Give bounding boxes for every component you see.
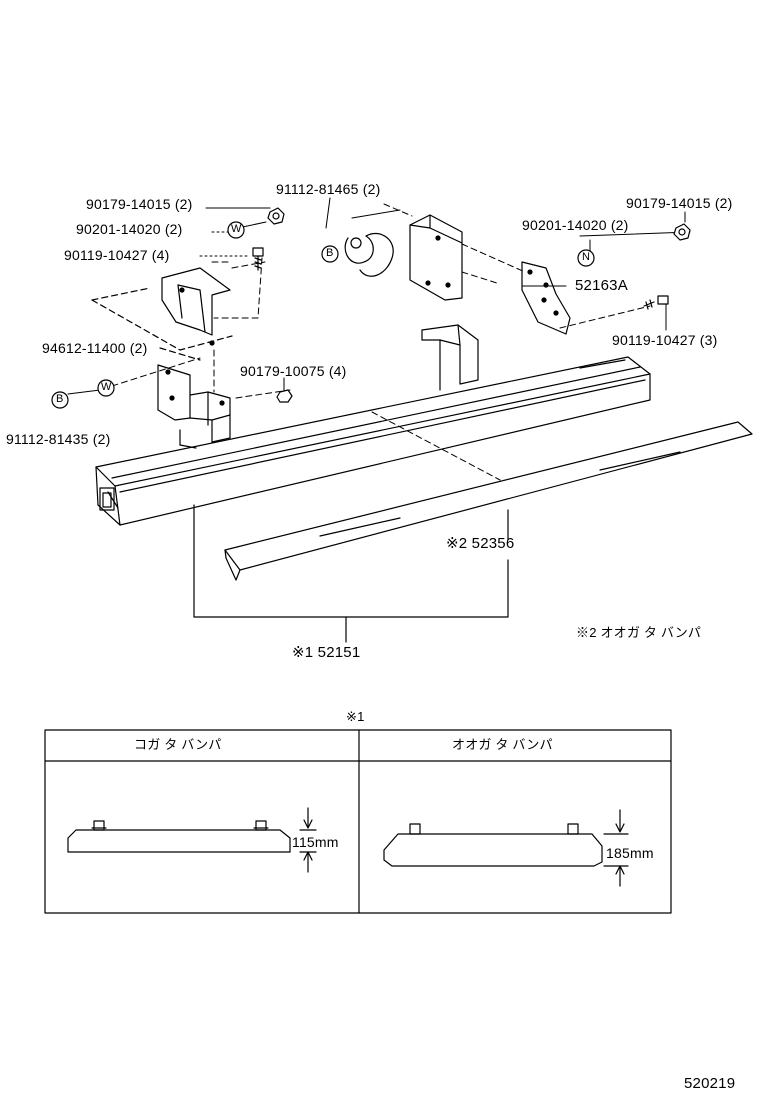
detail-table [44, 729, 672, 914]
callout-52163a: 52163A [575, 277, 628, 294]
callout-52151: ※1 52151 [292, 644, 361, 661]
diagram-id: 520219 [684, 1075, 736, 1092]
bolt-icon [252, 247, 264, 271]
large-bumper-profile [383, 809, 629, 887]
fasteners [252, 207, 691, 403]
marker-w-upper: W [231, 223, 242, 235]
header-small-bumper: コガ タ バンパ [134, 737, 222, 752]
dimension-large: 185mm [606, 845, 654, 861]
bolt-icon-right [643, 295, 669, 310]
nut-icon-right [673, 223, 691, 241]
header-large-bumper: オオガ タ バンパ [452, 737, 553, 752]
note-large-bumper: ※2 オオガ タ バンパ [576, 625, 702, 640]
small-nut-icon [276, 389, 293, 403]
callout-94612-11400: 94612-11400 (2) [42, 340, 148, 356]
detail-title: ※1 [346, 709, 365, 724]
callout-91112-81435: 91112-81435 (2) [6, 431, 111, 447]
marker-circles [51, 221, 595, 409]
marker-n: N [582, 251, 591, 263]
bumper-bar [95, 356, 651, 526]
bumper-plate-52356 [224, 421, 753, 581]
callout-90119-10427-left: 90119-10427 (4) [64, 247, 170, 263]
callout-90179-14015-left: 90179-14015 (2) [86, 196, 193, 212]
bar-stay-right [421, 324, 479, 391]
leader-lines [67, 197, 691, 481]
marker-b-upper: B [326, 247, 334, 259]
callout-90119-10427-right: 90119-10427 (3) [612, 332, 718, 348]
dimension-small: 115mm [292, 834, 339, 850]
callout-90179-10075: 90179-10075 (4) [240, 363, 347, 379]
nut-icon [267, 207, 285, 225]
callout-90201-14020-left: 90201-14020 (2) [76, 221, 183, 237]
bracket-left [157, 364, 231, 449]
callout-90201-14020-right: 90201-14020 (2) [522, 217, 629, 233]
marker-w-lower: W [101, 381, 112, 393]
marker-b-lower: B [56, 393, 64, 405]
bracket-52163a [521, 261, 571, 335]
callout-91112-81465: 91112-81465 (2) [276, 181, 381, 197]
small-bumper-profile [67, 807, 317, 873]
callout-90179-14015-right: 90179-14015 (2) [626, 195, 733, 211]
upper-center-bracket [344, 214, 463, 301]
callout-52356: ※2 52356 [446, 535, 515, 552]
upper-left-stay [91, 267, 233, 361]
assembly-bracket-52151 [193, 504, 509, 643]
